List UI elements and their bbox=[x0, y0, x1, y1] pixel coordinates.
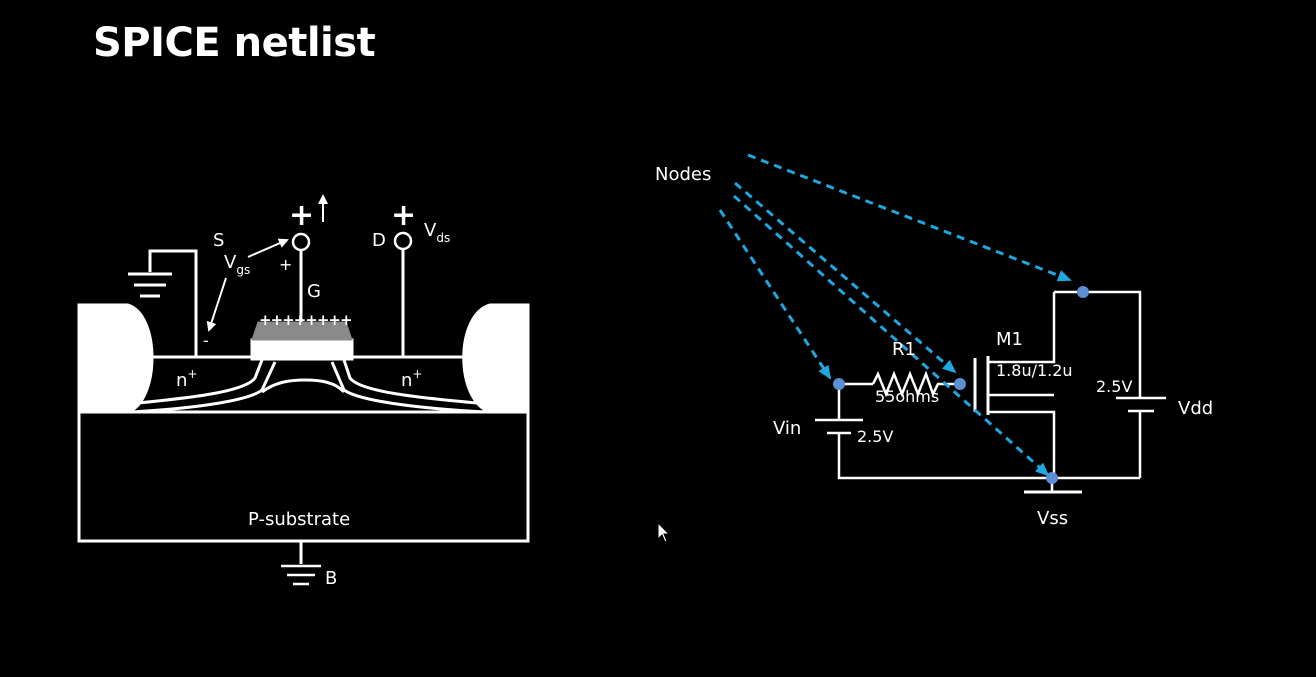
vds-label: Vds bbox=[424, 220, 450, 245]
vin-label: Vin bbox=[773, 418, 801, 439]
r1-value: 55ohms bbox=[875, 387, 939, 406]
n-right-boundary bbox=[342, 359, 489, 406]
vss-label: Vss bbox=[1037, 508, 1068, 529]
gate-terminal bbox=[291, 232, 311, 252]
node-arrows bbox=[718, 153, 1072, 477]
source-label: S bbox=[213, 230, 224, 251]
drain-plus: + bbox=[391, 198, 416, 233]
drain-terminal bbox=[393, 231, 413, 251]
r1-label: R1 bbox=[892, 339, 916, 360]
node-dot-vin bbox=[833, 378, 845, 390]
circuit-labels: Nodes R1 55ohms M1 1.8u/1.2u Vin 2.5V 2.… bbox=[655, 164, 1213, 529]
body-ground bbox=[281, 564, 321, 586]
node-dot-gate bbox=[954, 378, 966, 390]
vgs-arrow-down bbox=[206, 277, 227, 332]
vgs-label: Vgs bbox=[224, 252, 250, 277]
m1-label: M1 bbox=[996, 329, 1023, 350]
mouse-cursor-icon bbox=[657, 522, 671, 543]
gate-electrode bbox=[251, 321, 353, 341]
arrow-to-vdd-node bbox=[747, 153, 1072, 282]
slide-title: SPICE netlist bbox=[93, 20, 376, 66]
source-wire bbox=[148, 249, 198, 357]
gate-plus: + bbox=[289, 198, 314, 233]
vgs-arrow-up bbox=[247, 238, 289, 258]
circuit-nodes bbox=[833, 286, 1089, 484]
arrow-to-vss-node bbox=[733, 194, 1050, 477]
arrow-to-vin-node bbox=[718, 209, 832, 380]
body-label: B bbox=[325, 568, 337, 589]
substrate-label: P-substrate bbox=[248, 509, 350, 530]
m1-drain-lead bbox=[988, 292, 1056, 364]
vgs-minus: - bbox=[203, 331, 209, 350]
node-dot-vdd bbox=[1077, 286, 1089, 298]
vgs-plus: + bbox=[279, 255, 292, 274]
source-ground bbox=[128, 272, 172, 298]
right-isolation bbox=[462, 303, 530, 414]
substrate-box bbox=[77, 410, 530, 543]
nodes-label: Nodes bbox=[655, 164, 711, 185]
drain-label: D bbox=[372, 230, 386, 251]
n-left-boundary bbox=[127, 359, 264, 406]
node-dot-vss bbox=[1046, 472, 1058, 484]
gate-oxide bbox=[250, 338, 354, 361]
mosfet-cross-section bbox=[77, 194, 530, 586]
r1-zigzag bbox=[871, 370, 960, 398]
left-isolation bbox=[77, 303, 154, 414]
vdd-label: Vdd bbox=[1178, 398, 1213, 419]
m1-source-lead bbox=[988, 410, 1056, 478]
vin-value: 2.5V bbox=[857, 427, 893, 446]
n-left-label: n+ bbox=[176, 367, 197, 391]
n-left-boundary-2 bbox=[131, 361, 277, 414]
gate-charges: ++++++++ bbox=[259, 311, 352, 329]
depletion-region bbox=[261, 378, 346, 394]
mosfet-labels: S Vgs + - + G ++++++++ + D Vds n+ n+ P-s… bbox=[176, 198, 450, 589]
m1-size: 1.8u/1.2u bbox=[996, 361, 1073, 380]
vdd-value: 2.5V bbox=[1096, 377, 1132, 396]
n-right-label: n+ bbox=[401, 367, 422, 391]
arrow-to-gate-node bbox=[734, 181, 957, 374]
n-right-boundary-2 bbox=[330, 361, 487, 414]
vin-wire-bottom bbox=[837, 433, 1140, 480]
gate-label: G bbox=[307, 281, 321, 302]
